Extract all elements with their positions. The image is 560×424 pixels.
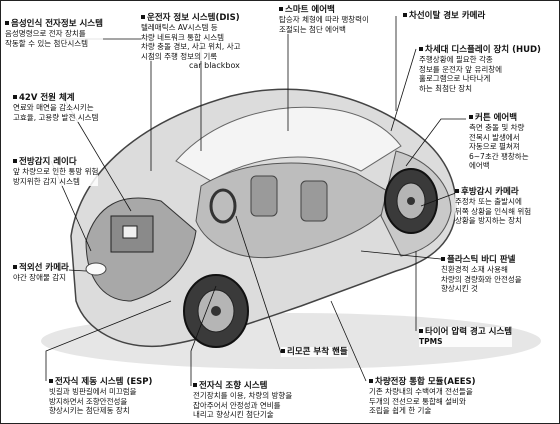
callout-plastic-body: 플라스틱 바디 판넬 친환경적 소재 사용해 차량의 경량화와 안전성을 향상시… [441, 255, 522, 294]
bullet-square-icon [281, 349, 285, 353]
bullet-square-icon [49, 379, 53, 383]
aees-title: 차량전장 통합 모듈(AEES) [369, 377, 476, 387]
front-seat [250, 175, 278, 217]
v42-title: 42V 전원 체계 [13, 93, 98, 103]
bullet-square-icon [13, 95, 17, 99]
bullet-square-icon [193, 383, 197, 387]
bullet-square-icon [369, 379, 373, 383]
bullet-square-icon [13, 159, 17, 163]
tpms-title: 타이어 압력 경고 시스템 [419, 327, 512, 337]
steering-wheel [209, 188, 237, 224]
headlight [85, 262, 107, 276]
bullet-square-icon [419, 329, 423, 333]
curtain-desc: 측면 충돌 및 차량 전복시 발생에서 자동으로 펼쳐져 6~7초간 팽창하는 … [469, 123, 529, 170]
bullet-square-icon [141, 15, 145, 19]
rear-seat [300, 180, 328, 222]
dis-desc: 텔레매틱스 AV시스템 등 차량 네트워크 통합 시스템 차량 충돌 경보, 사… [141, 23, 241, 61]
radar-title: 전방감지 레이다 [13, 157, 98, 167]
callout-voice-recognition: 음성인식 전자정보 시스템 음성명령으로 전자 장치를 작동할 수 있는 첨단시… [5, 19, 103, 48]
ir-cam-desc: 야간 장애물 감지 [13, 273, 67, 282]
lane-title: 차선이탈 경보 카메라 [403, 11, 485, 21]
rear-cam-desc: 주정차 또는 출발시에 뒤쪽 상황을 인식해 위험 상황을 방지하는 장치 [455, 197, 532, 225]
callout-car-blackbox: car blackbox [189, 61, 240, 71]
callout-remote-steering: 리모콘 부착 핸들 [281, 347, 348, 357]
leader-lines [45, 16, 466, 386]
callout-esp: 전자식 제동 시스템 (ESP) 빗길과 빙판길에서 미끄럼을 방지하면서 조향… [49, 377, 153, 416]
bullet-square-icon [279, 7, 283, 11]
callout-dis: 운전자 정보 시스템(DIS) 텔레매틱스 AV시스템 등 차량 네트워크 통합… [141, 13, 241, 61]
bullet-square-icon [403, 13, 407, 17]
radar-desc: 앞 차량으로 인한 통망 위험 방지위한 감지 시스템 [13, 167, 99, 186]
bullet-square-icon [455, 189, 459, 193]
engine-badge [122, 225, 138, 239]
callout-electronic-steering: 전자식 조향 시스템 전기장치를 이용, 차량의 방향을 잡아주어서 안정성과 … [193, 381, 293, 420]
esp-title: 전자식 제동 시스템 (ESP) [49, 377, 152, 387]
callout-hud: 차세대 디스플레이 장치 (HUD) 주행상황에 필요한 각종 정보를 운전자 … [419, 45, 541, 93]
dis-title: 운전자 정보 시스템(DIS) [141, 13, 241, 23]
callout-curtain-airbag: 커튼 에어백 측면 충돌 및 차량 전복시 발생에서 자동으로 펼쳐져 6~7초… [469, 113, 529, 171]
ir-cam-title: 적외선 카메라 [13, 263, 69, 273]
bullet-square-icon [419, 47, 423, 51]
rear-wheel [384, 168, 438, 234]
callout-rear-camera: 후방감시 카메라 주정차 또는 출발시에 뒤쪽 상황을 인식해 위험 상황을 방… [455, 187, 532, 226]
bullet-square-icon [13, 265, 17, 269]
bullet-square-icon [441, 257, 445, 261]
cabin-interior [195, 162, 397, 259]
voice-desc: 음성명령으로 전자 장치를 작동할 수 있는 첨단시스템 [5, 29, 89, 48]
tpms-desc: TPMS [419, 337, 443, 346]
blackbox-label: car blackbox [189, 61, 240, 70]
callout-smart-airbag: 스마트 에어백 탑승자 체형에 따라 팽창력이 조절되는 첨단 에어백 [279, 5, 369, 34]
smart-airbag-title: 스마트 에어백 [279, 5, 369, 15]
callout-lane-departure: 차선이탈 경보 카메라 [403, 11, 486, 21]
bullet-square-icon [5, 21, 9, 25]
remote-title: 리모콘 부착 핸들 [281, 347, 348, 357]
plastic-desc: 친환경적 소재 사용해 차량의 경량화와 안전성을 향상시킨 것 [441, 265, 522, 293]
curtain-title: 커튼 에어백 [469, 113, 529, 123]
callout-aees: 차량전장 통합 모듈(AEES) 기존 차량내의 수백여개 전선들을 두개의 전… [369, 377, 476, 416]
callout-infrared-camera: 적외선 카메라 야간 장애물 감지 [13, 263, 69, 283]
steering-title: 전자식 조향 시스템 [193, 381, 292, 391]
steering-desc: 전기장치를 이용, 차량의 방향을 잡아주어서 안정성과 연비를 내리고 향상시… [193, 391, 293, 419]
callout-tpms: 타이어 압력 경고 시스템 TPMS [419, 327, 513, 347]
smart-airbag-desc: 탑승자 체형에 따라 팽창력이 조절되는 첨단 에어백 [279, 15, 369, 34]
hud-title: 차세대 디스플레이 장치 (HUD) [419, 45, 541, 55]
plastic-title: 플라스틱 바디 판넬 [441, 255, 522, 265]
windshield [175, 106, 402, 182]
rear-cam-title: 후방감시 카메라 [455, 187, 531, 197]
v42-desc: 연료와 매연을 감소시키는 고효율, 고용량 발전 시스템 [13, 103, 99, 122]
aees-desc: 기존 차량내의 수백여개 전선들을 두개의 전선으로 통합해 설비와 조립을 쉽… [369, 387, 473, 415]
callout-42v-power: 42V 전원 체계 연료와 매연을 감소시키는 고효율, 고용량 발전 시스템 [13, 93, 99, 122]
voice-title: 음성인식 전자정보 시스템 [5, 19, 103, 29]
front-wheel [183, 274, 249, 348]
bullet-square-icon [469, 115, 473, 119]
callout-front-radar: 전방감지 레이다 앞 차량으로 인한 통망 위험 방지위한 감지 시스템 [13, 157, 99, 186]
esp-desc: 빗길과 빙판길에서 미끄럼을 방지하면서 조향안전성을 향상시키는 첨단제동 장… [49, 387, 137, 415]
hud-desc: 주행상황에 필요한 각종 정보를 운전자 앞 유리창에 홀로그램으로 나타나게 … [419, 55, 503, 93]
